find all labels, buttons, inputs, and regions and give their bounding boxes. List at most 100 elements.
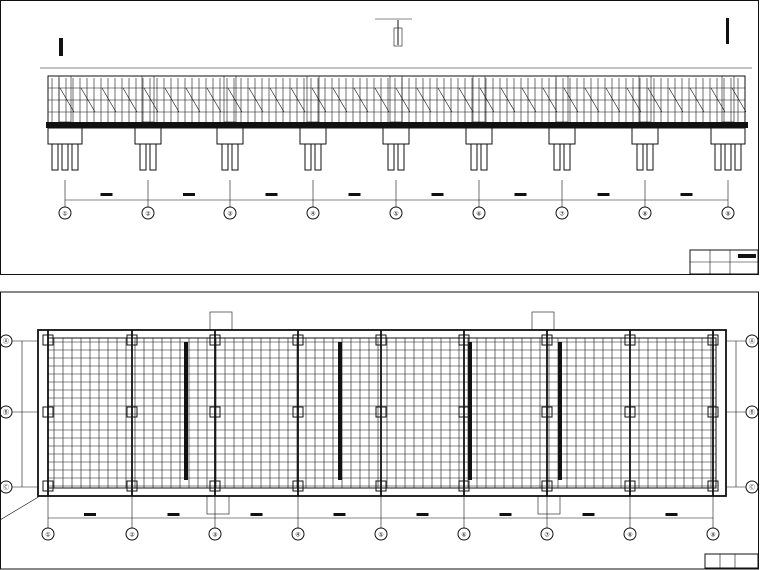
pier-cap — [134, 127, 162, 145]
plan-leader-line — [0, 495, 41, 521]
elevation-brace — [290, 87, 306, 113]
elevation-beam — [46, 122, 748, 128]
elevation-brace — [689, 87, 705, 113]
dimension-text-mark — [499, 513, 512, 516]
plan-side-axis-label: Ⓒ — [749, 484, 755, 492]
plan-column-node — [42, 480, 54, 492]
elevation-axis-bubble — [223, 206, 237, 220]
plan-side-axis-label: Ⓒ — [3, 484, 9, 492]
elevation-brace — [542, 87, 558, 113]
elevation-column — [389, 75, 403, 123]
elevation-frame — [47, 75, 746, 129]
plan-axis-bubble — [706, 527, 720, 541]
title-block-bottom — [704, 553, 759, 569]
plan-axis-label: ⑤ — [378, 532, 383, 539]
plan-column-node — [209, 334, 221, 346]
pile — [480, 143, 488, 171]
plan-axis-bubble — [291, 527, 305, 541]
dimension-text-mark — [665, 513, 678, 516]
pile — [314, 143, 322, 171]
dimension-text-mark — [514, 193, 527, 196]
pile — [149, 143, 157, 171]
plan-axis-label: ⑧ — [627, 532, 632, 539]
elevation-brace — [122, 87, 138, 113]
pile — [51, 143, 59, 171]
pier-cap — [216, 127, 244, 145]
elevation-axis-bubble — [58, 206, 72, 220]
elevation-column — [472, 75, 486, 123]
elevation-brace — [143, 87, 159, 113]
plan-heavy-member — [558, 342, 562, 480]
elevation-brace — [185, 87, 201, 113]
pier-cap — [465, 127, 493, 145]
elevation-brace — [416, 87, 432, 113]
plan-column-node — [375, 480, 387, 492]
plan-axis-bubble — [457, 527, 471, 541]
pile — [71, 143, 79, 171]
plan-column-node — [707, 480, 719, 492]
elevation-brace — [563, 87, 579, 113]
pile — [387, 143, 395, 171]
dimension-text-mark — [167, 513, 180, 516]
dimension-text-mark — [183, 193, 195, 196]
elevation-brace — [332, 87, 348, 113]
pile — [563, 143, 571, 171]
elevation-axis-bubble — [721, 206, 735, 220]
pile — [734, 143, 742, 171]
pier-cap — [299, 127, 327, 145]
elevation-axis-label: ① — [62, 211, 67, 218]
elevation-axis-label: ② — [145, 211, 151, 218]
title-block-top — [689, 249, 759, 275]
plan-side-axis-label: Ⓐ — [3, 338, 9, 346]
pile — [636, 143, 644, 171]
elevation-axis-bubble — [638, 206, 652, 220]
plan-axis-bubble — [540, 527, 554, 541]
elevation-brace — [710, 87, 726, 113]
elevation-column — [638, 75, 652, 123]
plan-heavy-member — [338, 342, 342, 480]
elevation-brace — [605, 87, 621, 113]
plan-column-node — [209, 406, 221, 418]
elevation-brace — [164, 87, 180, 113]
elevation-brace — [353, 87, 369, 113]
elevation-brace — [731, 87, 747, 113]
dimension-text-mark — [250, 513, 263, 516]
plan-column-node — [624, 406, 636, 418]
plan-column-node — [541, 406, 553, 418]
elevation-brace — [437, 87, 453, 113]
pile — [714, 143, 722, 171]
elevation-axis-bubble — [472, 206, 486, 220]
plan-column-node — [42, 334, 54, 346]
elevation-brace — [269, 87, 285, 113]
dimension-text-mark — [84, 513, 96, 516]
pier-cap — [710, 127, 746, 145]
elevation-brace — [458, 87, 474, 113]
dimension-text-mark — [680, 193, 693, 196]
plan-axis-label: ⑨ — [710, 532, 715, 539]
elevation-column — [555, 75, 569, 123]
dimension-text-mark — [597, 193, 610, 196]
elevation-axis-bubble — [306, 206, 320, 220]
pile — [221, 143, 229, 171]
elevation-brace — [500, 87, 516, 113]
elevation-axis-bubble — [389, 206, 403, 220]
plan-column-node — [541, 480, 553, 492]
plan-column-node — [458, 480, 470, 492]
elevation-axis-label: ⑦ — [559, 211, 565, 218]
plan-inner-outline — [47, 337, 717, 489]
plan-heavy-member — [184, 342, 188, 480]
plan-column-node — [126, 480, 138, 492]
elevation-brace — [206, 87, 222, 113]
plan-axis-bubble — [125, 527, 139, 541]
plan-axis-label: ① — [45, 532, 50, 539]
plan-column-node — [707, 406, 719, 418]
plan-axis-label: ⑥ — [461, 532, 466, 539]
elevation-axis-bubble — [141, 206, 155, 220]
elevation-column — [721, 75, 735, 123]
plan-column-node — [541, 334, 553, 346]
plan-column-node — [375, 406, 387, 418]
